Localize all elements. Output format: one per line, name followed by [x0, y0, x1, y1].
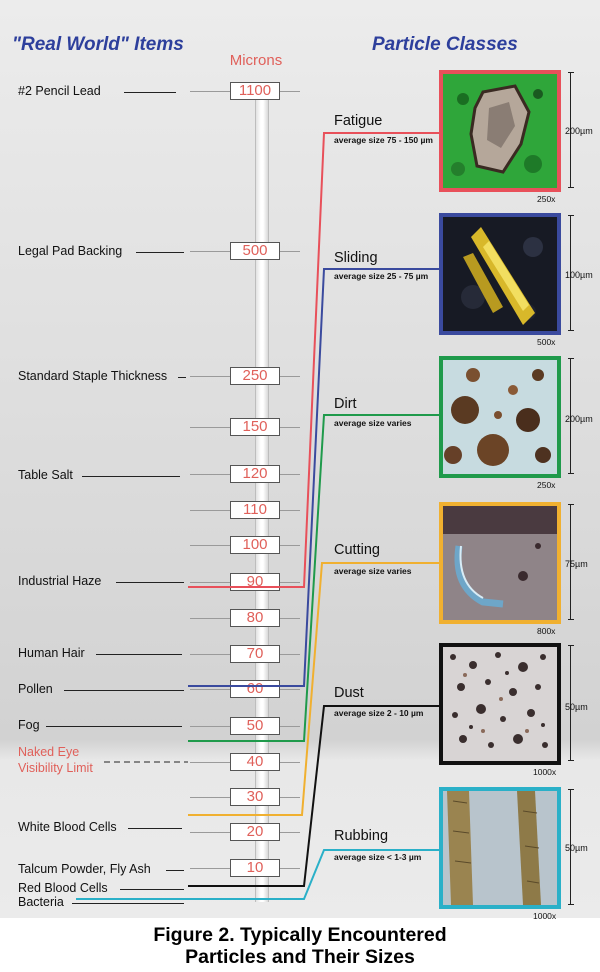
dirt-scale-bracket	[568, 358, 574, 474]
item-pollen: Pollen	[18, 682, 53, 696]
cutting-scale: 75µm	[565, 559, 588, 569]
rubbing-scale-bracket	[568, 789, 574, 905]
class-dust-size: average size 2 - 10 µm	[334, 708, 424, 718]
item-fog: Fog	[18, 718, 40, 732]
dirt-connector	[188, 414, 439, 742]
leader-line	[64, 690, 184, 691]
naked-eye-line2: Visibility Limit	[18, 761, 93, 775]
leader-line	[166, 870, 184, 871]
cutting-micrograph	[439, 502, 561, 624]
item-legal-pad: Legal Pad Backing	[18, 244, 123, 258]
rubbing-micrograph	[439, 787, 561, 909]
micron-value-20: 20	[230, 823, 280, 841]
class-sliding-size: average size 25 - 75 µm	[334, 271, 429, 281]
sliding-connector	[188, 268, 439, 687]
sliding-scale-bracket	[568, 215, 574, 331]
rubbing-scale: 50µm	[565, 843, 588, 853]
micron-value-80: 80	[230, 609, 280, 627]
micron-value-100: 100	[230, 536, 280, 554]
micron-value-110: 110	[230, 501, 280, 519]
class-cutting-label: Cutting	[334, 542, 380, 558]
micron-value-60: 60	[230, 680, 280, 698]
leader-line	[72, 903, 184, 904]
micron-value-120: 120	[230, 465, 280, 483]
microns-label: Microns	[229, 52, 283, 69]
class-fatigue-label: Fatigue	[334, 113, 383, 129]
micron-value-70: 70	[230, 645, 280, 663]
dirt-scale: 200µm	[565, 414, 593, 424]
cutting-scale-bracket	[568, 504, 574, 620]
dust-scale: 50µm	[565, 702, 588, 712]
micron-value-10: 10	[230, 859, 280, 877]
class-dirt-label: Dirt	[334, 396, 357, 412]
rubbing-connector	[76, 849, 439, 900]
item-bacteria: Bacteria	[18, 895, 64, 909]
real-world-header: "Real World" Items	[12, 34, 184, 55]
leader-line	[82, 476, 180, 477]
micron-value-30: 30	[230, 788, 280, 806]
cutting-connector	[188, 562, 439, 816]
class-dust-label: Dust	[334, 685, 364, 701]
particle-classes-header: Particle Classes	[372, 34, 518, 55]
item-industrial-haze: Industrial Haze	[18, 574, 102, 588]
leader-line	[128, 828, 182, 829]
micron-value-250: 250	[230, 367, 280, 385]
leader-line	[178, 377, 186, 378]
item-talcum-powder: Talcum Powder, Fly Ash	[18, 862, 151, 876]
dirt-magnification: 250x	[537, 480, 556, 490]
leader-line	[136, 252, 184, 253]
sliding-magnification: 500x	[537, 337, 556, 347]
leader-line	[46, 726, 182, 727]
sliding-scale: 100µm	[565, 270, 593, 280]
sliding-micrograph	[439, 213, 561, 335]
class-rubbing-size: average size < 1-3 µm	[334, 852, 422, 862]
fatigue-scale: 200µm	[565, 126, 593, 136]
class-connector-lines	[76, 132, 439, 900]
caption-line1: Figure 2. Typically Encountered	[153, 924, 447, 946]
leader-line	[96, 654, 182, 655]
dust-scale-bracket	[568, 645, 574, 761]
leader-line	[124, 92, 176, 93]
dirt-micrograph	[439, 356, 561, 478]
dust-connector	[188, 705, 439, 887]
item-table-salt: Table Salt	[18, 468, 73, 482]
dust-micrograph	[439, 643, 561, 765]
cutting-magnification: 800x	[537, 626, 556, 636]
fatigue-magnification: 250x	[537, 194, 556, 204]
class-dirt-size: average size varies	[334, 418, 412, 428]
naked-eye-line1: Naked Eye	[18, 745, 80, 759]
item-staple: Standard Staple Thickness	[18, 369, 168, 383]
class-cutting-size: average size varies	[334, 566, 412, 576]
naked-eye-visibility-limit: Naked Eye Visibility Limit	[18, 744, 93, 776]
class-rubbing-label: Rubbing	[334, 828, 389, 844]
fatigue-scale-bracket	[568, 72, 574, 188]
dust-magnification: 1000x	[533, 767, 557, 777]
class-sliding-label: Sliding	[334, 250, 378, 266]
item-human-hair: Human Hair	[18, 646, 85, 660]
fatigue-connector	[188, 132, 439, 588]
item-red-blood-cells: Red Blood Cells	[18, 881, 108, 895]
item-pencil-lead: #2 Pencil Lead	[18, 84, 101, 98]
leader-line	[120, 889, 184, 890]
rubbing-magnification: 1000x	[533, 911, 557, 921]
micron-value-50: 50	[230, 717, 280, 735]
item-white-blood-cells: White Blood Cells	[18, 820, 117, 834]
micron-value-150: 150	[230, 418, 280, 436]
micron-value-1100: 1100	[230, 82, 280, 100]
micron-value-500: 500	[230, 242, 280, 260]
figure-caption: Figure 2. Typically Encountered Particle…	[0, 924, 600, 968]
class-fatigue-size: average size 75 - 150 µm	[334, 135, 433, 145]
micron-value-40: 40	[230, 753, 280, 771]
caption-line2: Particles and Their Sizes	[185, 946, 415, 968]
fatigue-micrograph	[439, 70, 561, 192]
leader-line	[116, 582, 184, 583]
